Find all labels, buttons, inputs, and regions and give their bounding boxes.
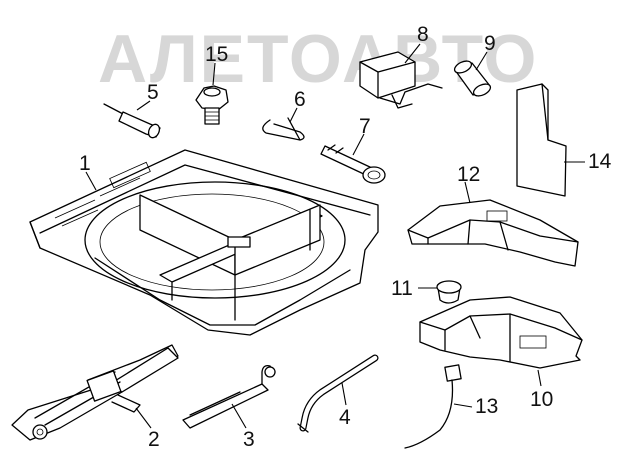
callout-2: 2 bbox=[148, 428, 160, 451]
callout-13: 13 bbox=[475, 395, 498, 418]
part-5-screwdriver bbox=[103, 103, 161, 139]
part-1-trunk-floor bbox=[29, 149, 379, 336]
callout-1: 1 bbox=[79, 152, 91, 175]
part-15-bolt bbox=[195, 85, 229, 125]
callout-11: 11 bbox=[391, 277, 413, 300]
callout-3: 3 bbox=[243, 428, 255, 451]
part-11-knob bbox=[436, 280, 462, 304]
part-12-foam-block bbox=[407, 199, 579, 267]
part-9-cylinder bbox=[453, 60, 492, 97]
callout-14: 14 bbox=[588, 150, 612, 173]
callout-12: 12 bbox=[457, 163, 480, 186]
callout-15: 15 bbox=[205, 43, 228, 66]
part-8-compressor bbox=[359, 51, 443, 109]
watermark: АЛЕТОАВТО bbox=[98, 21, 538, 97]
part-10-tray bbox=[419, 296, 583, 369]
callout-4: 4 bbox=[339, 406, 351, 429]
leader-lines bbox=[85, 43, 585, 429]
callout-8: 8 bbox=[417, 23, 429, 46]
callout-5: 5 bbox=[147, 81, 159, 104]
part-14-panel bbox=[516, 83, 567, 197]
part-7-tow-eye bbox=[320, 144, 386, 184]
callout-7: 7 bbox=[359, 115, 371, 138]
part-2-scissor-jack bbox=[11, 344, 179, 441]
callout-6: 6 bbox=[294, 88, 306, 111]
part-13-cable bbox=[404, 364, 462, 449]
part-6-clip bbox=[262, 117, 305, 141]
callout-10: 10 bbox=[530, 388, 553, 411]
callout-9: 9 bbox=[484, 32, 496, 55]
part-4-tow-rod bbox=[297, 354, 379, 433]
part-3-jack-handle bbox=[182, 364, 276, 429]
